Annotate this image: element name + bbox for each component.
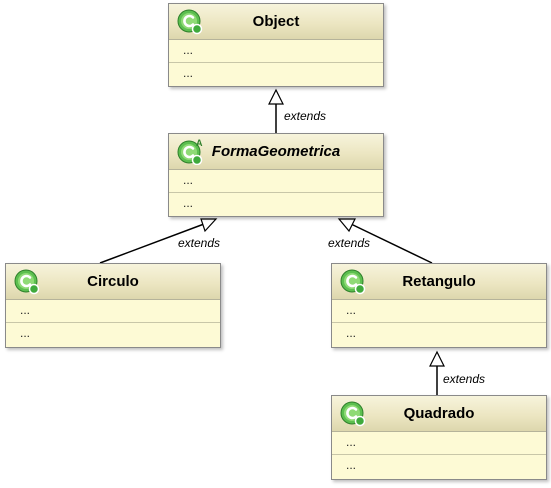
class-name: Circulo	[87, 273, 139, 290]
class-name: Object	[252, 13, 300, 30]
class-object[interactable]: Object ... ...	[168, 3, 384, 87]
class-header: Circulo	[6, 264, 220, 300]
extends-label-quadrado-retangulo: extends	[443, 372, 486, 386]
class-header: Object	[169, 4, 383, 40]
class-c-icon	[14, 269, 40, 295]
extends-line-circulo-forma	[99, 223, 205, 264]
extends-label-circulo-forma: extends	[178, 236, 221, 250]
methods-compartment: ...	[20, 326, 31, 340]
class-retangulo[interactable]: Retangulo ... ...	[331, 263, 547, 348]
attributes-compartment: ...	[332, 300, 546, 323]
methods-compartment: ...	[183, 66, 194, 80]
class-quadrado[interactable]: Quadrado ... ...	[331, 395, 547, 480]
extends-label-retangulo-forma: extends	[328, 236, 371, 250]
class-header: Retangulo	[332, 264, 546, 300]
generalization-arrow-forma-right	[337, 218, 356, 233]
abstract-marker: A	[196, 139, 203, 148]
class-circulo[interactable]: Circulo ... ...	[5, 263, 221, 348]
class-name: Quadrado	[403, 405, 475, 422]
extends-label-forma-object: extends	[284, 109, 327, 123]
generalization-arrow-retangulo	[429, 350, 445, 367]
class-header: Quadrado	[332, 396, 546, 432]
class-header: A FormaGeometrica	[169, 134, 383, 170]
class-name: Retangulo	[402, 273, 476, 290]
class-name: FormaGeometrica	[211, 143, 341, 160]
methods-compartment: ...	[183, 196, 194, 210]
generalization-arrow-forma-left	[200, 218, 218, 233]
attributes-compartment: ...	[332, 432, 546, 455]
methods-compartment: ...	[346, 326, 357, 340]
class-formageometrica[interactable]: A FormaGeometrica ... ...	[168, 133, 384, 217]
class-c-icon	[177, 9, 203, 35]
abstract-class-c-icon: A	[177, 139, 203, 165]
class-c-icon	[340, 401, 366, 427]
attributes-compartment: ...	[169, 170, 383, 193]
extends-line-retangulo-forma	[350, 223, 433, 264]
generalization-arrow-object	[268, 88, 284, 105]
methods-compartment: ...	[346, 458, 357, 472]
attributes-compartment: ...	[169, 40, 383, 63]
attributes-compartment: ...	[6, 300, 220, 323]
class-c-icon	[340, 269, 366, 295]
